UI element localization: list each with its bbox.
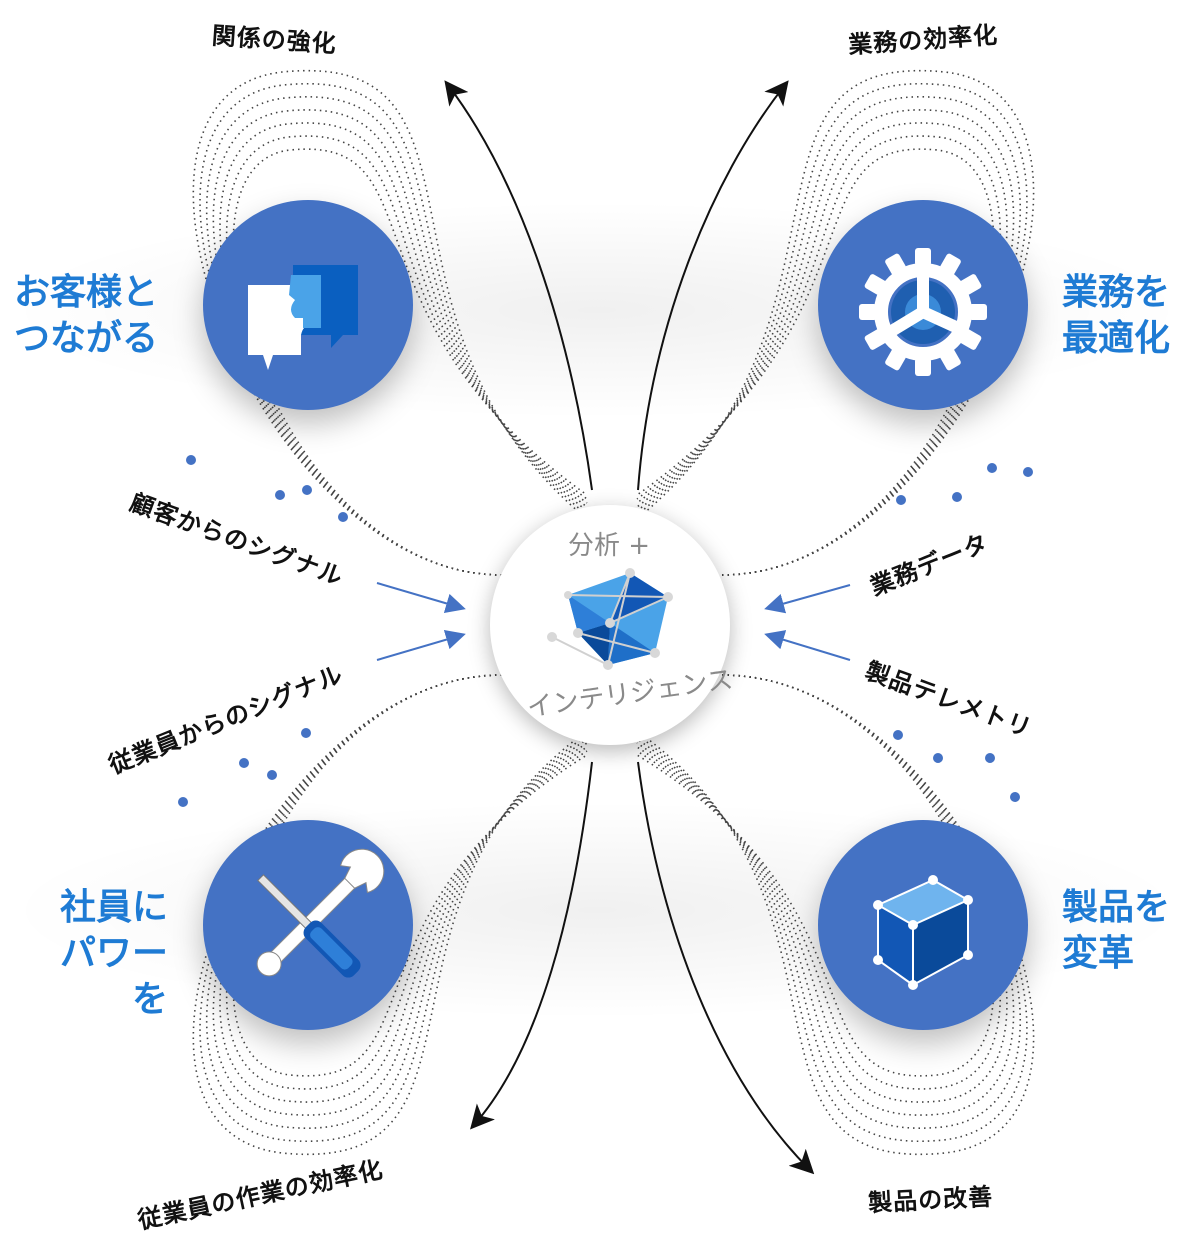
dotted-loop-line: [212, 674, 588, 1116]
customers-label: お客様と つながる: [14, 270, 158, 362]
dotted-loop-line: [636, 674, 995, 1077]
outcome-arrow-bottom-left: [470, 761, 593, 1130]
center-title-top: 分析 +: [568, 531, 651, 561]
employees-label: 社員に パワーを: [38, 885, 168, 1023]
employees-label-line2: パワーを: [59, 933, 168, 1020]
dotted-loop-line: [636, 674, 1001, 1090]
gear-tooth: [915, 248, 931, 266]
cube-icon: [873, 875, 973, 990]
gear-tooth: [859, 304, 877, 320]
employees-circle: [203, 820, 413, 1030]
products-label-line1: 製品を: [1062, 887, 1171, 928]
operations-label-line1: 業務を: [1062, 272, 1171, 313]
operations-label: 業務を 最適化: [1062, 270, 1170, 362]
dotted-loop-line: [205, 96, 588, 576]
outcome-products: 製品の改善: [867, 1182, 994, 1218]
dotted-loop-line: [192, 69, 588, 576]
dotted-loop-line: [226, 674, 588, 1090]
dotted-loops: [192, 69, 1035, 1156]
customers-label-line1: お客様と: [14, 272, 159, 313]
dotted-loop-line: [199, 674, 588, 1143]
products-label: 製品を 変革: [1062, 885, 1170, 977]
products-circle: [818, 820, 1028, 1030]
wrench-screwdriver-icon: [256, 848, 385, 978]
gear-tooth: [969, 304, 987, 320]
signal-arrow-operations: [764, 584, 851, 614]
dotted-loop-line: [636, 674, 1015, 1116]
dotted-loop-line: [636, 148, 995, 576]
network-gem-icon: [547, 568, 673, 670]
customers-circle: [203, 200, 413, 410]
signal-arrow-product: [764, 630, 851, 661]
operations-label-line2: 最適化: [1062, 318, 1171, 359]
outcome-arrow-top-right: [637, 80, 789, 491]
signal-dots: [178, 455, 1033, 807]
operations-circle: [818, 200, 1028, 410]
center-hub: 分析 + インテリジェンス: [490, 505, 735, 745]
outcome-arrow-top-left: [444, 80, 593, 491]
signal-arrow-employee: [376, 629, 466, 661]
gear-tooth: [915, 358, 931, 376]
signal-arrow-customer: [376, 582, 466, 614]
dotted-loop-line: [636, 109, 1015, 576]
dotted-loop-line: [636, 82, 1028, 576]
dotted-loop-line: [199, 82, 588, 576]
customers-label-line2: つながる: [14, 318, 159, 359]
employees-label-line1: 社員に: [59, 887, 168, 928]
gear-icon: [859, 248, 987, 376]
dotted-loop-line: [636, 674, 1008, 1103]
dotted-loop-line: [212, 109, 588, 576]
chat-faces-icon: [248, 265, 358, 370]
outcome-arrow-bottom-right: [637, 761, 815, 1175]
products-label-line2: 変革: [1062, 933, 1135, 974]
